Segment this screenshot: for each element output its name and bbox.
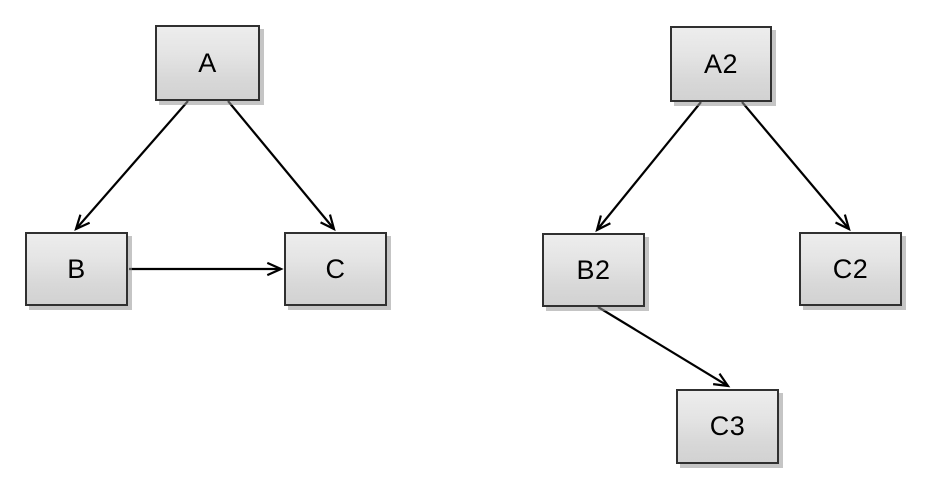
node-c[interactable]: C [284,232,387,306]
edge-a-b [74,100,189,232]
node-label-b2: B2 [576,254,611,285]
node-c3[interactable]: C3 [676,389,779,464]
node-a2[interactable]: A2 [670,26,772,102]
arrowhead-icon [320,214,336,232]
arrowhead-icon [595,215,611,233]
arrowhead-icon [266,261,284,277]
edge-b2-c3 [597,306,731,388]
edge-b-c [129,261,284,277]
edge-a2-b2 [595,101,702,233]
node-label-a2: A2 [703,48,739,79]
edge-line [596,101,702,231]
arrowhead-icon [74,214,91,232]
node-label-a: A [198,47,217,78]
node-label-c2: C2 [832,253,869,284]
node-label-c: C [325,253,346,284]
arrowhead-icon [712,373,731,388]
node-label-b: B [67,253,86,284]
edge-a2-c2 [741,101,851,232]
node-b[interactable]: B [25,232,128,306]
edge-a-c [227,100,336,232]
node-label-c3: C3 [709,411,746,441]
edge-line [227,100,335,230]
node-b2[interactable]: B2 [542,233,645,307]
edge-line [741,101,850,230]
edge-line [75,100,189,230]
edge-line [597,306,729,387]
node-c2[interactable]: C2 [799,232,902,306]
arrowhead-icon [835,214,851,232]
node-a[interactable]: A [155,25,260,101]
